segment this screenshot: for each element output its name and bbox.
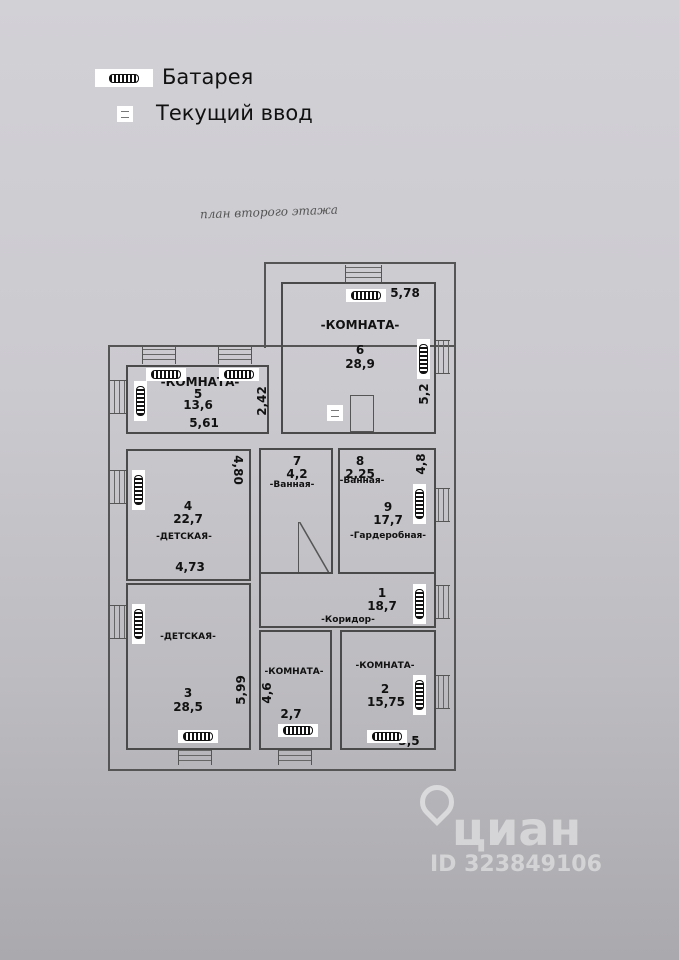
room-area: 17,7 [373, 513, 403, 527]
dimension: 5,61 [189, 416, 219, 430]
dimension: 4,6 [260, 682, 274, 704]
room-4 [126, 449, 251, 581]
room-area: 15,75 [367, 695, 405, 709]
room-number: 4 [183, 499, 193, 513]
dimension: 5,2 [417, 383, 431, 405]
room-name: -ДЕТСКАЯ- [160, 632, 216, 642]
radiator-icon [219, 368, 259, 381]
room-area: 2,7 [280, 707, 302, 721]
room-number: 5 [193, 387, 203, 401]
dimension: 4,73 [175, 560, 205, 574]
room-number: 8 [355, 454, 365, 468]
legend-inlet-icon [117, 106, 133, 122]
dimension: 5,78 [390, 286, 420, 300]
room-8-9 [338, 448, 436, 574]
inlet-icon [327, 405, 343, 421]
room-number: 3 [183, 686, 193, 700]
legend-radiator-icon [95, 69, 153, 87]
plan-title: план второго этажа [199, 202, 339, 222]
window [434, 488, 450, 522]
room-name: -КОМНАТА- [264, 667, 324, 677]
legend-inlet-label: Текущий ввод [156, 101, 313, 125]
window [110, 470, 126, 504]
radiator-icon [367, 730, 407, 743]
window [278, 748, 312, 765]
window [110, 380, 126, 414]
watermark-brand: циан [452, 802, 582, 856]
radiator-icon [417, 339, 430, 379]
chimney [350, 395, 374, 432]
room-area: 18,7 [367, 599, 397, 613]
window [434, 675, 450, 709]
radiator-icon [134, 381, 147, 421]
legend-radiator-label: Батарея [162, 65, 254, 89]
radiator-icon [132, 470, 145, 510]
room-7 [259, 448, 333, 574]
room-number: 9 [383, 500, 393, 514]
window [110, 605, 126, 639]
room-name: -Гардеробная- [349, 531, 427, 541]
radiator-icon [413, 675, 426, 715]
room-small [259, 630, 332, 750]
dimension: 4,8 [414, 453, 428, 475]
room-name: -КОМНАТА- [320, 318, 400, 332]
room-name: -Коридор- [321, 615, 375, 625]
radiator-icon [346, 289, 386, 302]
room-area: 4,2 [286, 467, 308, 481]
watermark-id: ID 323849106 [430, 852, 602, 877]
room-number: 1 [377, 586, 387, 600]
room-number: 2 [380, 682, 390, 696]
radiator-icon [146, 368, 186, 381]
dimension: 4,80 [231, 455, 245, 485]
dimension: 2,42 [255, 386, 269, 416]
window [345, 265, 382, 282]
stairs [298, 522, 329, 572]
room-name: -КОМНАТА- [355, 661, 415, 671]
room-5 [126, 365, 269, 434]
room-name: -ДЕТСКАЯ- [156, 532, 212, 542]
radiator-icon [132, 604, 145, 644]
room-number: 7 [292, 454, 302, 468]
room-name: -Ванная- [339, 476, 385, 486]
window [142, 347, 176, 364]
room-area: 28,5 [173, 700, 203, 714]
dimension: 5,99 [234, 675, 248, 705]
room-number: 6 [355, 343, 365, 357]
window [434, 585, 450, 619]
window [434, 340, 450, 374]
radiator-icon [178, 730, 218, 743]
room-name: -Ванная- [269, 480, 315, 490]
room-area: 2,25 [345, 467, 375, 481]
radiator-icon [278, 724, 318, 737]
window [178, 748, 212, 765]
room-area: 13,6 [183, 398, 213, 412]
room-6 [281, 282, 436, 434]
window [218, 347, 252, 364]
radiator-icon [413, 484, 426, 524]
radiator-icon [413, 584, 426, 624]
room-1-corridor [259, 570, 436, 628]
room-area: 28,9 [345, 357, 375, 371]
outer-wall-upper [264, 262, 456, 348]
room-3 [126, 583, 251, 750]
room-area: 22,7 [173, 512, 203, 526]
room-2 [340, 630, 436, 750]
